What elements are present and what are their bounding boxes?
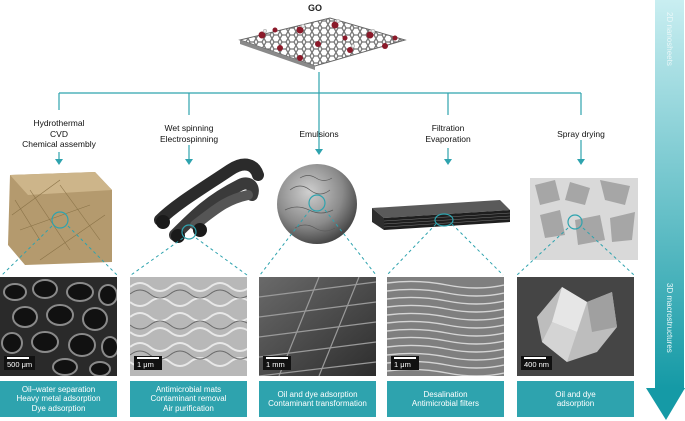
scale-bar: 1 μm bbox=[391, 356, 419, 370]
go-title: GO bbox=[308, 3, 322, 13]
application-line: Oil and dye bbox=[555, 390, 595, 400]
application-box-sphere: Oil and dye adsorption Contaminant trans… bbox=[259, 381, 376, 417]
fiber-illustration bbox=[156, 165, 258, 243]
method-label-spray-drying: Spray drying bbox=[526, 129, 636, 140]
sem-image-crumpled: 400 nm bbox=[517, 277, 634, 376]
application-line: Contaminant transformation bbox=[268, 399, 367, 409]
application-box-layered: Desalination Antimicrobial filters bbox=[387, 381, 504, 417]
sphere-illustration bbox=[277, 164, 357, 244]
application-line: Air purification bbox=[163, 404, 214, 414]
sem-image-aerogel: 500 μm bbox=[0, 277, 117, 376]
scale-bar: 1 mm bbox=[263, 356, 291, 370]
method-line: Spray drying bbox=[526, 129, 636, 140]
application-box-aerogel: Oil–water separation Heavy metal adsorpt… bbox=[0, 381, 117, 417]
method-label-hydrothermal: Hydrothermal CVD Chemical assembly bbox=[4, 118, 114, 150]
method-label-spinning: Wet spinning Electrospinning bbox=[134, 123, 244, 144]
method-label-filtration: Filtration Evaporation bbox=[393, 123, 503, 144]
crumpled-particles-illustration bbox=[530, 178, 638, 260]
sem-image-layered: 1 μm bbox=[387, 277, 504, 376]
go-sheet-illustration bbox=[240, 18, 405, 70]
side-label-2d: 2D nanosheets bbox=[665, 12, 674, 66]
application-line: Dye adsorption bbox=[32, 404, 86, 414]
connector-tree bbox=[59, 72, 581, 160]
application-line: Antimicrobial filters bbox=[412, 399, 479, 409]
method-label-emulsions: Emulsions bbox=[264, 129, 374, 140]
scale-bar: 500 μm bbox=[4, 356, 35, 370]
aerogel-cube-illustration bbox=[8, 172, 112, 265]
method-line: Evaporation bbox=[393, 134, 503, 145]
application-box-fiber: Antimicrobial mats Contaminant removal A… bbox=[130, 381, 247, 417]
application-line: Heavy metal adsorption bbox=[16, 394, 100, 404]
sem-image-fiber: 1 μm bbox=[130, 277, 247, 376]
scale-bar: 1 μm bbox=[134, 356, 162, 370]
scale-bar: 400 nm bbox=[521, 356, 552, 370]
side-label-3d: 3D macrostructures bbox=[665, 283, 674, 353]
connector-arrowheads bbox=[55, 149, 585, 165]
layered-film-illustration bbox=[372, 200, 510, 230]
application-line: Oil and dye adsorption bbox=[277, 390, 357, 400]
application-line: Oil–water separation bbox=[22, 385, 95, 395]
application-box-crumpled: Oil and dye adsorption bbox=[517, 381, 634, 417]
method-line: CVD bbox=[4, 129, 114, 140]
method-line: Hydrothermal bbox=[4, 118, 114, 129]
application-line: adsorption bbox=[557, 399, 594, 409]
sem-image-sphere: 1 mm bbox=[259, 277, 376, 376]
method-line: Emulsions bbox=[264, 129, 374, 140]
method-line: Filtration bbox=[393, 123, 503, 134]
method-line: Wet spinning bbox=[134, 123, 244, 134]
application-line: Antimicrobial mats bbox=[156, 385, 221, 395]
method-line: Chemical assembly bbox=[4, 139, 114, 150]
application-line: Contaminant removal bbox=[150, 394, 226, 404]
method-line: Electrospinning bbox=[134, 134, 244, 145]
application-line: Desalination bbox=[423, 390, 467, 400]
